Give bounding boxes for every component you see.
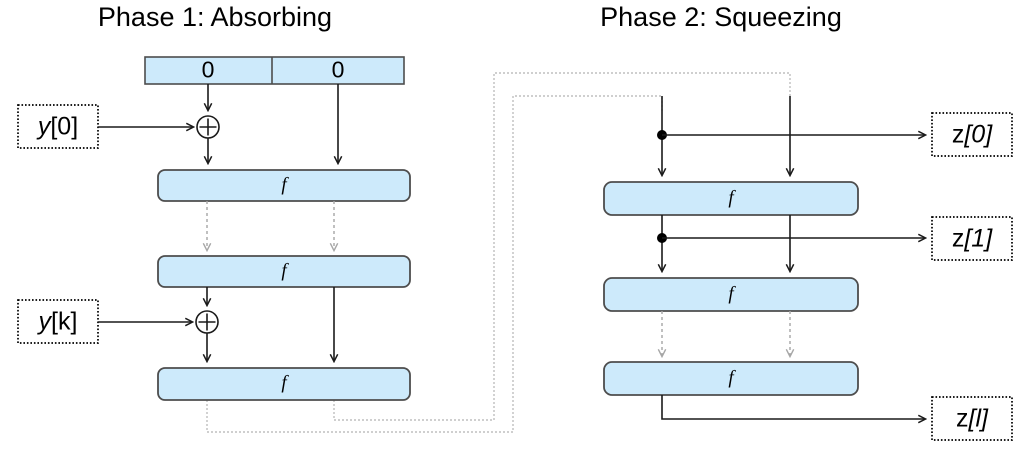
p2-arrow-f3-to-zl [661,395,925,419]
p2-f-box-3-label: f [728,367,736,388]
output-box-z0-label: z[0] [952,120,993,148]
p1-f-box-3-outline [157,367,411,401]
state-cell-capacity-label: 0 [332,57,345,83]
p2-f-box-1-label: f [728,187,736,208]
input-box-yk[interactable]: y[k] [17,299,99,344]
p2-f-box-2-outline [603,277,859,312]
input-box-y0-outline[interactable] [17,104,99,149]
p2-f-box-1-outline [603,181,859,216]
input-y0-var: y [36,112,52,140]
output-box-zl-label: z[l] [956,404,989,432]
output-z1-var: z [952,224,965,252]
output-box-z0-outline[interactable] [931,112,1013,157]
initial-state-bar: 0 0 [144,56,405,85]
p2-f-box-2-label: f [728,283,736,304]
feedback-path-inner [333,72,791,421]
input-box-yk-outline[interactable] [17,299,99,344]
state-cell-rate-label: 0 [202,57,215,83]
p2-f-box-1: f [603,181,859,216]
p2-f-box-3-outline [603,361,859,396]
input-y0-index: [0] [50,112,78,140]
state-bar-outline [144,56,405,85]
phase2-title: Phase 2: Squeezing [600,2,842,32]
output-box-zl[interactable]: z[l] [931,396,1013,441]
p1-f-box-2: f [157,255,411,288]
phase2-group: z[0] f z[1] f f [603,96,1013,441]
input-box-y0-label: y[0] [36,112,78,140]
output-box-z1-outline[interactable] [931,216,1013,261]
xor-gate-1 [196,115,220,139]
p2-f-box-2: f [603,277,859,312]
input-box-yk-label: y[k] [37,307,78,335]
p1-f-box-1-outline [157,169,411,202]
output-box-z1[interactable]: z[1] [931,216,1013,261]
input-yk-var: y [37,307,53,335]
p1-f-box-2-label: f [281,260,289,281]
p1-f-box-3: f [157,367,411,401]
output-box-zl-outline[interactable] [931,396,1013,441]
output-zl-var: z [956,404,969,432]
p1-f-box-1-label: f [281,174,289,195]
xor-gate-2 [195,310,219,334]
output-zl-index: [l] [968,404,990,432]
phase1-title: Phase 1: Absorbing [98,2,332,32]
p1-f-box-3-label: f [281,372,289,393]
output-box-z0[interactable]: z[0] [931,112,1013,157]
p2-f-box-3: f [603,361,859,396]
output-z0-var: z [952,120,965,148]
output-z0-index: [0] [963,120,993,148]
phase1-group: 0 0 y[0] f [17,56,411,401]
output-box-z1-label: z[1] [952,224,993,252]
p1-f-box-2-outline [157,255,411,288]
input-box-y0[interactable]: y[0] [17,104,99,149]
output-z1-index: [1] [963,224,993,252]
input-yk-index: [k] [51,307,77,335]
p1-f-box-1: f [157,169,411,202]
